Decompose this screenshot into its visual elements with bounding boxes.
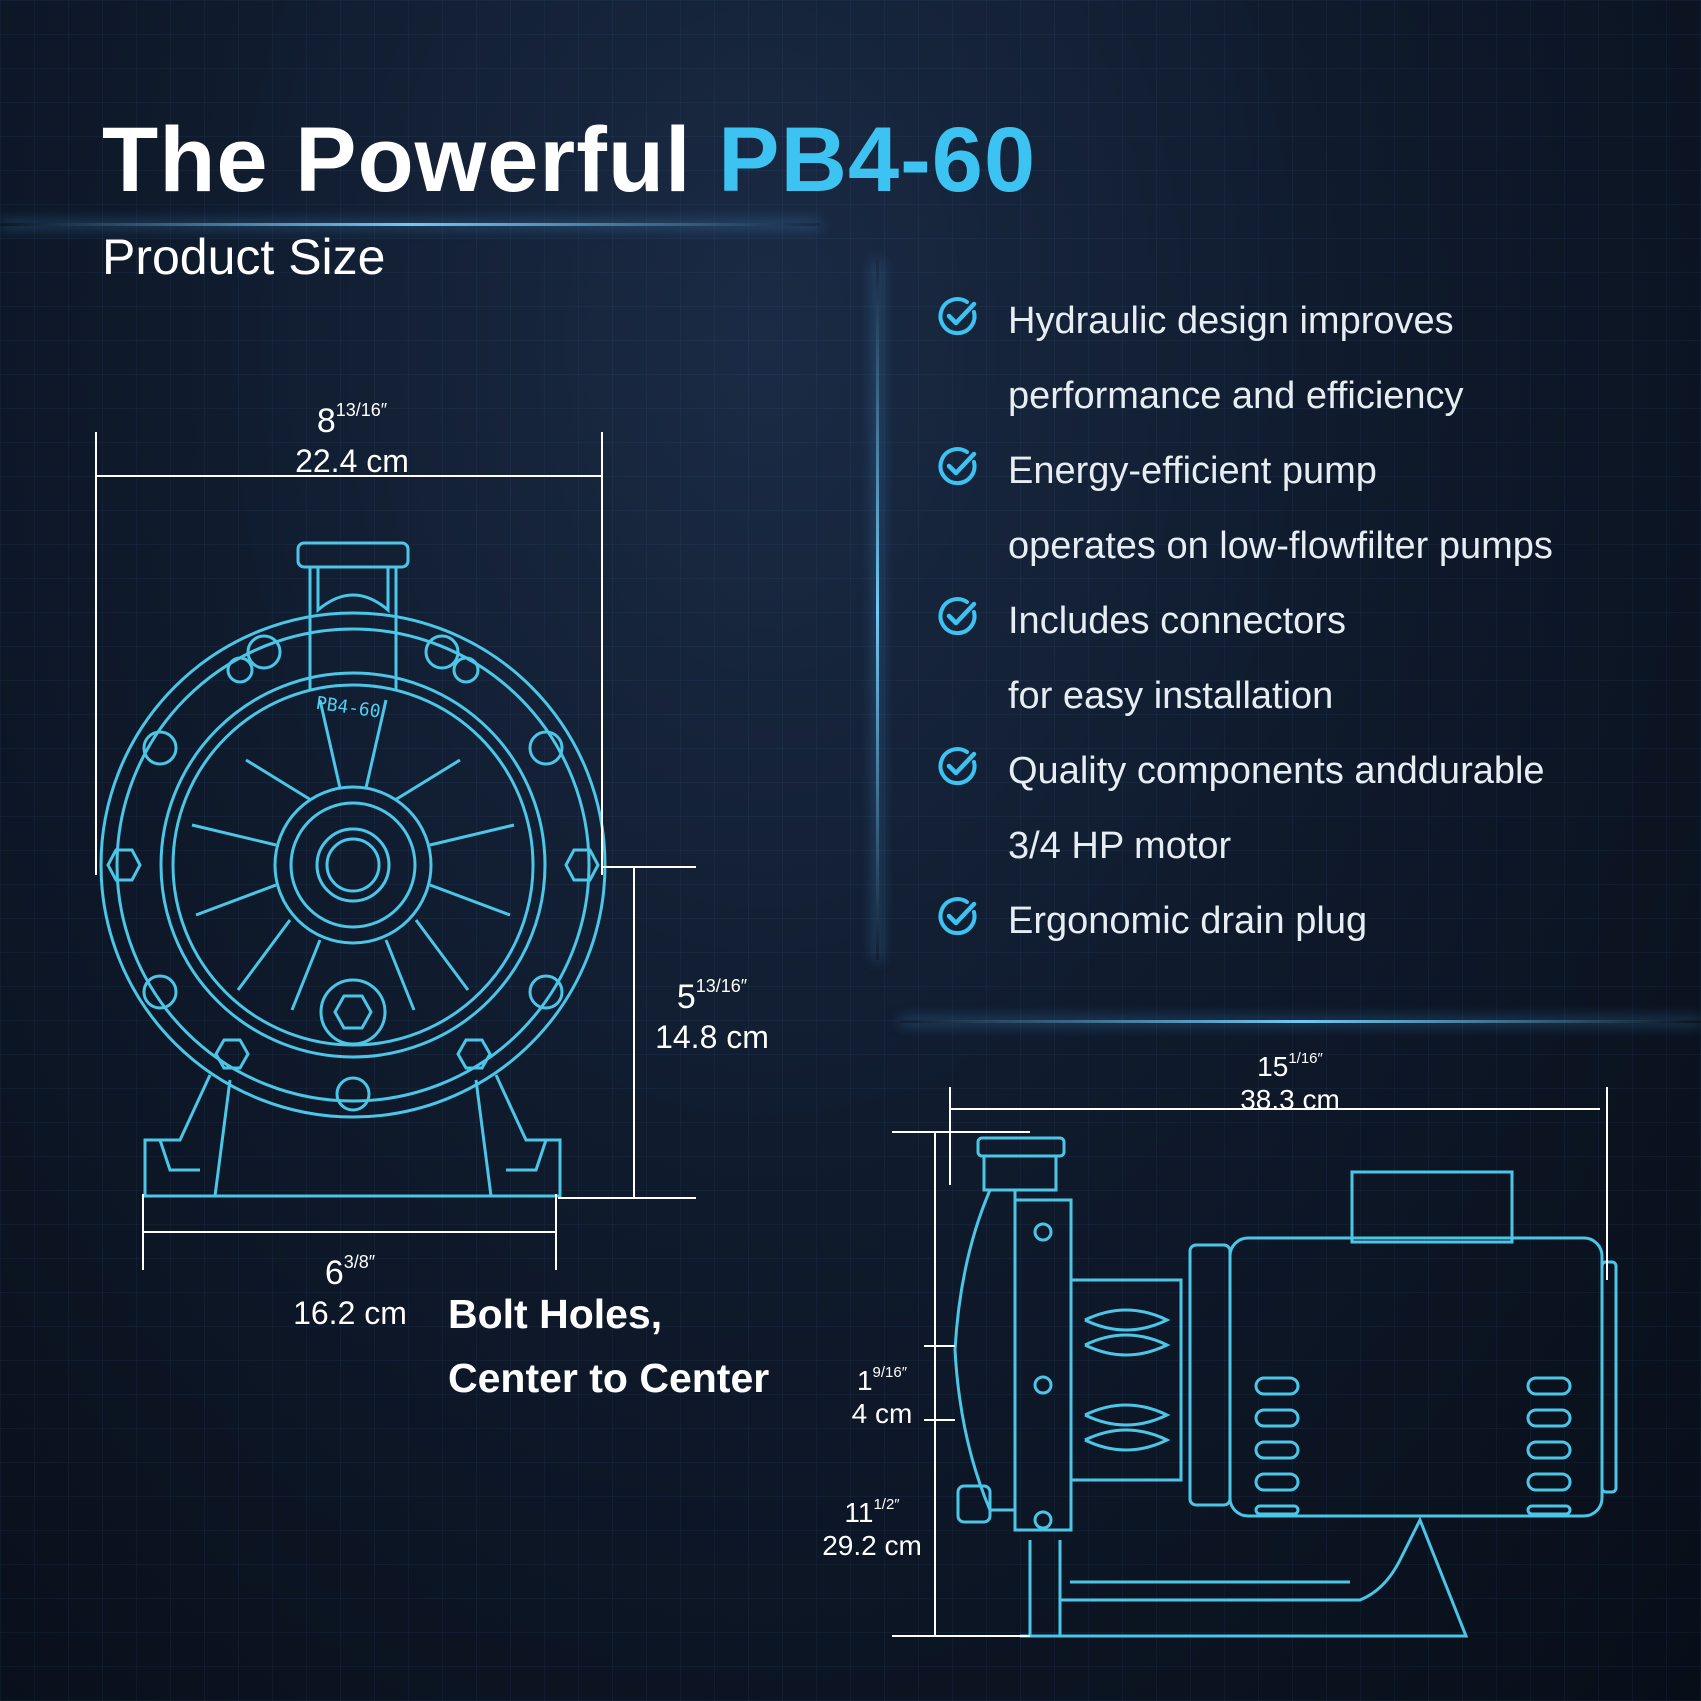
side-length-fraction: 1/16″ — [1288, 1050, 1323, 1067]
side-dimension-lines — [892, 1087, 1608, 1637]
feature-line-1: Energy-efficient pump — [1008, 450, 1377, 492]
feature-item: Energy-efficient pump operates on low-fl… — [934, 434, 1553, 584]
feature-item: Hydraulic design improves performance an… — [934, 284, 1553, 434]
side-view-pump — [953, 1136, 1618, 1638]
section-divider-glow — [900, 1020, 1701, 1023]
front-width-whole: 8 — [316, 402, 336, 440]
side-height-whole: 11 — [844, 1497, 874, 1528]
title-divider-glow — [0, 223, 820, 226]
front-dimension-lines — [95, 432, 696, 1270]
feature-line-1: Hydraulic design improves — [1008, 300, 1454, 342]
front-width-dimension: 813/16″ 22.4 cm — [262, 390, 442, 481]
page-title: The Powerful PB4-60 — [102, 109, 1037, 211]
feature-list: Hydraulic design improves performance an… — [934, 284, 1553, 959]
side-inlet-fraction: 9/16″ — [872, 1364, 908, 1381]
feature-line-2: performance and efficiency — [1008, 375, 1464, 417]
side-inlet-dimension: 19/16″ 4 cm — [832, 1356, 932, 1430]
front-base-fraction: 3/8″ — [343, 1252, 376, 1272]
feature-item: Ergonomic drain plug — [934, 884, 1553, 959]
bolt-holes-note: Bolt Holes, Center to Center — [448, 1282, 769, 1410]
front-width-fraction: 13/16″ — [335, 400, 388, 420]
side-height-fraction: 1/2″ — [873, 1496, 900, 1513]
feature-line-1: Quality components anddurable — [1008, 750, 1545, 792]
side-height-dimension: 111/2″ 29.2 cm — [812, 1488, 932, 1562]
side-length-cm: 38.3 cm — [1240, 1084, 1340, 1115]
check-circle-icon — [938, 897, 977, 936]
page-subtitle: Product Size — [102, 229, 386, 285]
side-length-dimension: 151/16″ 38.3 cm — [1200, 1042, 1380, 1116]
front-base-cm: 16.2 cm — [293, 1295, 407, 1331]
feature-line-1: Ergonomic drain plug — [1008, 900, 1368, 942]
check-circle-icon — [938, 297, 977, 336]
front-height-cm: 14.8 cm — [655, 1019, 769, 1055]
front-height-dimension: 513/16″ 14.8 cm — [632, 966, 792, 1057]
check-circle-icon — [938, 747, 977, 786]
bolt-note-line-2: Center to Center — [448, 1355, 770, 1401]
front-height-fraction: 13/16″ — [695, 976, 748, 996]
side-height-cm: 29.2 cm — [822, 1530, 922, 1561]
check-circle-icon — [938, 447, 977, 486]
bolt-note-line-1: Bolt Holes, — [448, 1291, 663, 1337]
feature-line-1: Includes connectors — [1008, 600, 1346, 642]
feature-line-2: 3/4 HP motor — [1008, 825, 1232, 867]
front-view-pump — [99, 541, 607, 1198]
front-base-dimension: 63/8″ 16.2 cm — [270, 1242, 430, 1333]
check-circle-icon — [938, 597, 977, 636]
front-width-cm: 22.4 cm — [295, 443, 409, 479]
side-length-whole: 15 — [1257, 1051, 1289, 1082]
front-height-whole: 5 — [676, 978, 696, 1016]
front-base-whole: 6 — [324, 1254, 344, 1292]
feature-item: Includes connectors for easy installatio… — [934, 584, 1553, 734]
side-inlet-whole: 1 — [856, 1365, 873, 1396]
feature-item: Quality components anddurable 3/4 HP mot… — [934, 734, 1553, 884]
side-inlet-cm: 4 cm — [851, 1398, 913, 1429]
feature-line-2: operates on low-flowfilter pumps — [1008, 525, 1553, 567]
vertical-divider-glow — [876, 260, 879, 960]
title-prefix: The Powerful — [102, 109, 692, 211]
feature-line-2: for easy installation — [1008, 675, 1334, 717]
title-model: PB4-60 — [718, 109, 1037, 211]
